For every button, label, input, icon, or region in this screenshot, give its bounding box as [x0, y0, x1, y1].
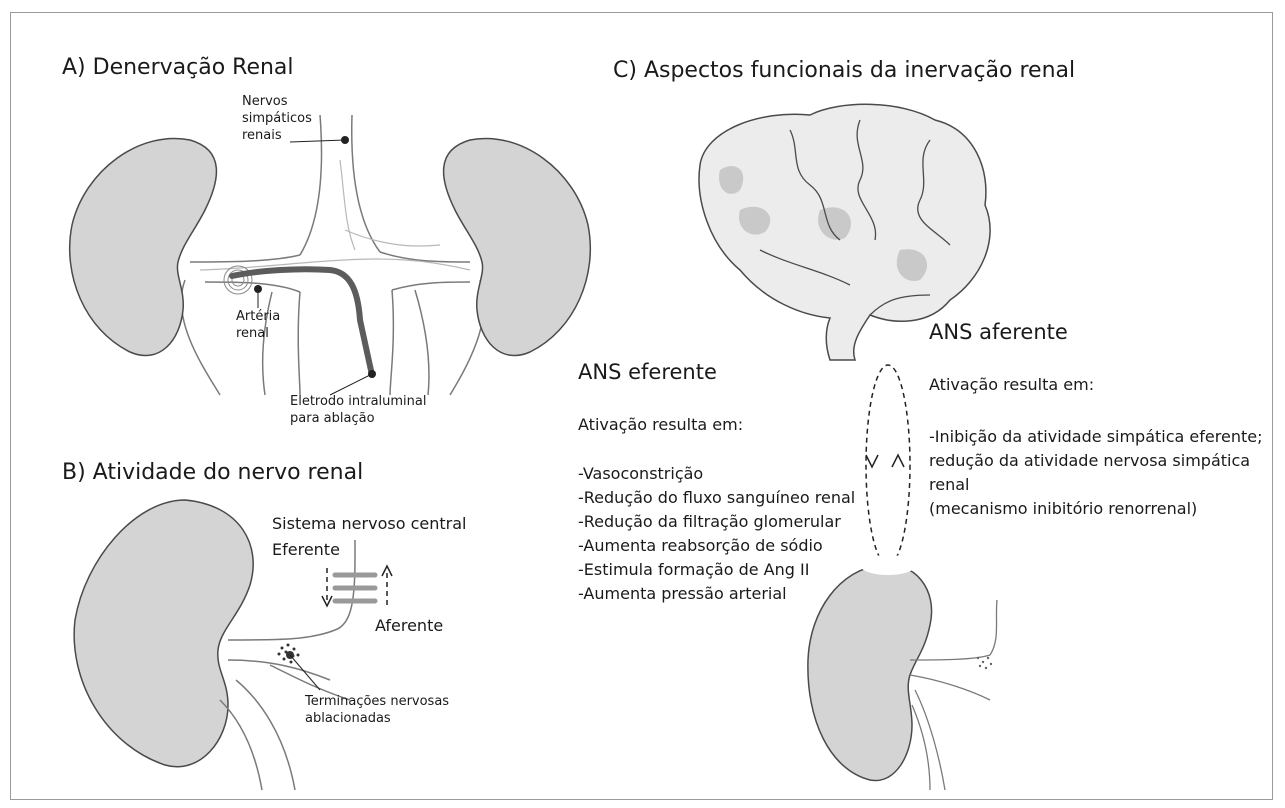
efferent-effect-item: -Aumenta pressão arterial	[578, 582, 855, 606]
efferent-effect-item: -Redução do fluxo sanguíneo renal	[578, 486, 855, 510]
ablated-endings-label: Terminações nervosas ablacionadas	[305, 693, 449, 727]
panel-b-illustration	[74, 500, 392, 790]
efferent-effect-item: -Estimula formação de Ang II	[578, 558, 855, 582]
artery-label: Artéria renal	[236, 308, 280, 342]
afferent-intro: Ativação resulta em:	[929, 373, 1094, 397]
afferent-heading: ANS aferente	[929, 320, 1068, 344]
electrode-label: Eletrodo intraluminal para ablação	[290, 393, 426, 427]
artery-label-line: Artéria	[236, 308, 280, 325]
efferent-label: Eferente	[272, 538, 340, 562]
afferent-effect-item: -Inibição da atividade simpática eferent…	[929, 425, 1262, 449]
panel-a-title: A) Denervação Renal	[62, 55, 294, 80]
efferent-effect-item: -Vasoconstrição	[578, 462, 855, 486]
efferent-effect-item: -Aumenta reabsorção de sódio	[578, 534, 855, 558]
nerves-label-line: renais	[242, 127, 312, 144]
panel-c-title: C) Aspectos funcionais da inervação rena…	[613, 58, 1075, 83]
afferent-label: Aferente	[375, 614, 443, 638]
efferent-heading: ANS eferente	[578, 360, 717, 384]
electrode-label-line: Eletrodo intraluminal	[290, 393, 426, 410]
afferent-effect-item: renal	[929, 473, 1262, 497]
afferent-effect-item: (mecanismo inibitório renorrenal)	[929, 497, 1262, 521]
nerves-label-line: Nervos	[242, 93, 312, 110]
kidney-right-a	[444, 138, 591, 355]
artery-label-line: renal	[236, 325, 280, 342]
panel-a-illustration	[70, 115, 591, 395]
efferent-effects-list: -Vasoconstrição -Redução do fluxo sanguí…	[578, 462, 855, 606]
nerves-label-line: simpáticos	[242, 110, 312, 127]
kidney-b	[74, 500, 253, 767]
efferent-effect-item: -Redução da filtração glomerular	[578, 510, 855, 534]
cns-label: Sistema nervoso central	[272, 512, 466, 536]
afferent-effects-list: -Inibição da atividade simpática eferent…	[929, 425, 1262, 521]
kidney-left-a	[70, 138, 217, 355]
electrode-label-line: para ablação	[290, 410, 426, 427]
afferent-effect-item: redução da atividade nervosa simpática	[929, 449, 1262, 473]
efferent-intro: Ativação resulta em:	[578, 413, 743, 437]
ablated-endings-line: ablacionadas	[305, 710, 449, 727]
panel-b-title: B) Atividade do nervo renal	[62, 460, 363, 485]
ablated-endings-line: Terminações nervosas	[305, 693, 449, 710]
nerves-label: Nervos simpáticos renais	[242, 93, 312, 144]
